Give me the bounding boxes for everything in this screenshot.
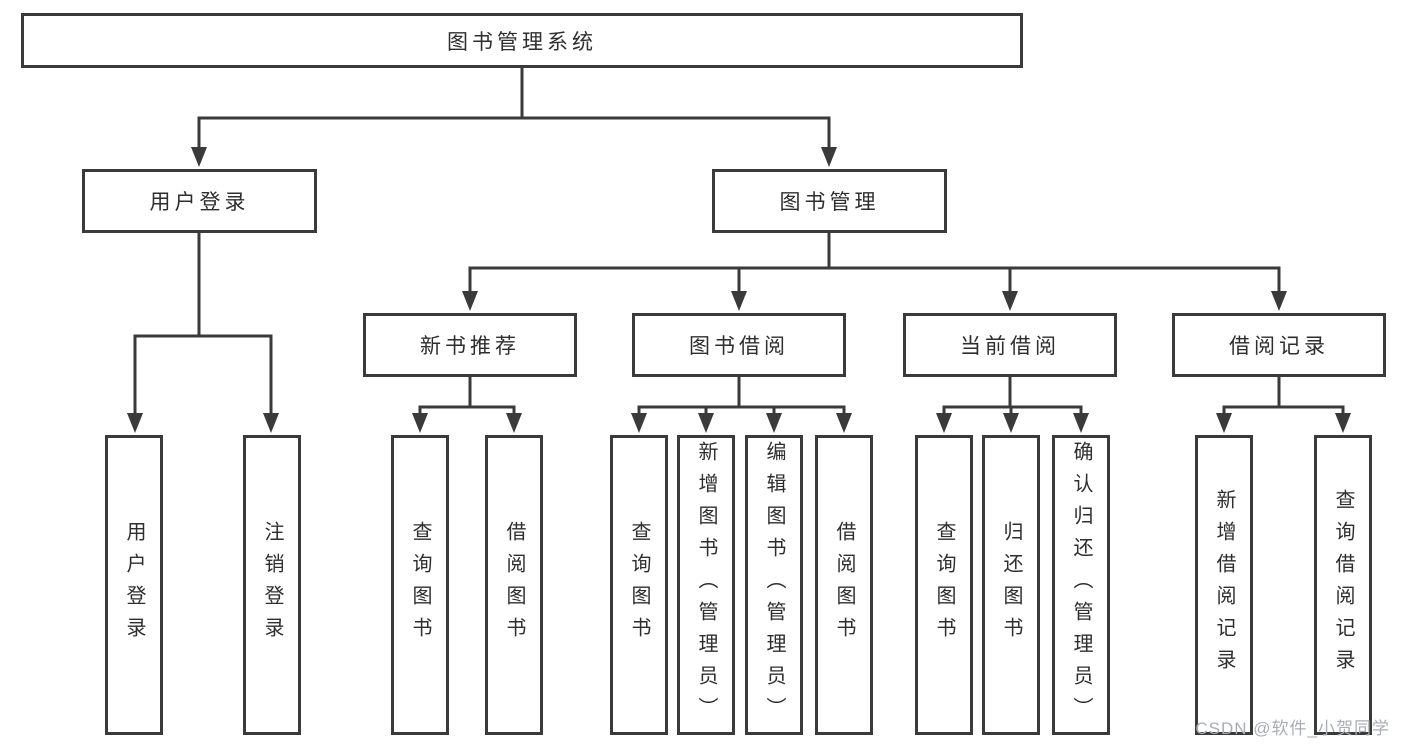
leaf-logout-label: 注销登录 — [261, 521, 283, 649]
leaf-borrow-books-recommend: 借阅图书 — [485, 435, 543, 735]
node-user-login-label: 用户登录 — [149, 191, 250, 214]
leaf-borrow-books-borrowing: 借阅图书 — [815, 435, 873, 735]
node-book-management: 图书管理 — [712, 169, 947, 233]
node-library-system-label: 图书管理系统 — [447, 30, 597, 54]
node-library-system: 图书管理系统 — [21, 13, 1023, 68]
node-new-book-recommend: 新书推荐 — [363, 313, 577, 377]
leaf-query-books-borrowing-label: 查询图书 — [628, 521, 650, 649]
node-borrowing-records: 借阅记录 — [1172, 313, 1386, 377]
leaf-add-borrow-record: 新增借阅记录 — [1195, 435, 1253, 735]
node-new-book-recommend-label: 新书推荐 — [420, 335, 520, 358]
node-borrowing-records-label: 借阅记录 — [1229, 335, 1329, 358]
leaf-borrow-books-recommend-label: 借阅图书 — [503, 521, 525, 649]
leaf-borrow-books-borrowing-label: 借阅图书 — [833, 521, 855, 649]
leaf-query-books-current-label: 查询图书 — [933, 521, 955, 649]
leaf-query-books-recommend-label: 查询图书 — [409, 521, 431, 649]
leaf-query-books-current: 查询图书 — [915, 435, 973, 735]
leaf-query-books-recommend: 查询图书 — [391, 435, 449, 735]
leaf-confirm-return-admin: 确认归还（管理员） — [1052, 435, 1110, 735]
leaf-add-borrow-record-label: 新增借阅记录 — [1213, 489, 1235, 681]
leaf-edit-books-admin-label: 编辑图书（管理员） — [763, 441, 785, 729]
leaf-return-books-label: 归还图书 — [1000, 521, 1022, 649]
csdn-watermark: CSDN @软件_小贺同学 — [1195, 719, 1390, 738]
leaf-query-borrow-record-label: 查询借阅记录 — [1332, 489, 1354, 681]
leaf-user-login: 用户登录 — [105, 435, 163, 735]
leaf-query-books-borrowing: 查询图书 — [610, 435, 668, 735]
leaf-confirm-return-admin-label: 确认归还（管理员） — [1070, 441, 1092, 729]
leaf-edit-books-admin: 编辑图书（管理员） — [745, 435, 803, 735]
node-current-borrowing: 当前借阅 — [903, 313, 1117, 377]
leaf-add-books-admin-label: 新增图书（管理员） — [695, 441, 717, 729]
leaf-user-login-label: 用户登录 — [123, 521, 145, 649]
leaf-add-books-admin: 新增图书（管理员） — [677, 435, 735, 735]
leaf-query-borrow-record: 查询借阅记录 — [1314, 435, 1372, 735]
node-book-borrowing: 图书借阅 — [632, 313, 846, 377]
node-book-borrowing-label: 图书借阅 — [689, 335, 789, 358]
leaf-logout: 注销登录 — [243, 435, 301, 735]
leaf-return-books: 归还图书 — [982, 435, 1040, 735]
node-book-management-label: 图书管理 — [779, 191, 880, 214]
node-current-borrowing-label: 当前借阅 — [960, 335, 1060, 358]
node-user-login: 用户登录 — [82, 169, 317, 233]
